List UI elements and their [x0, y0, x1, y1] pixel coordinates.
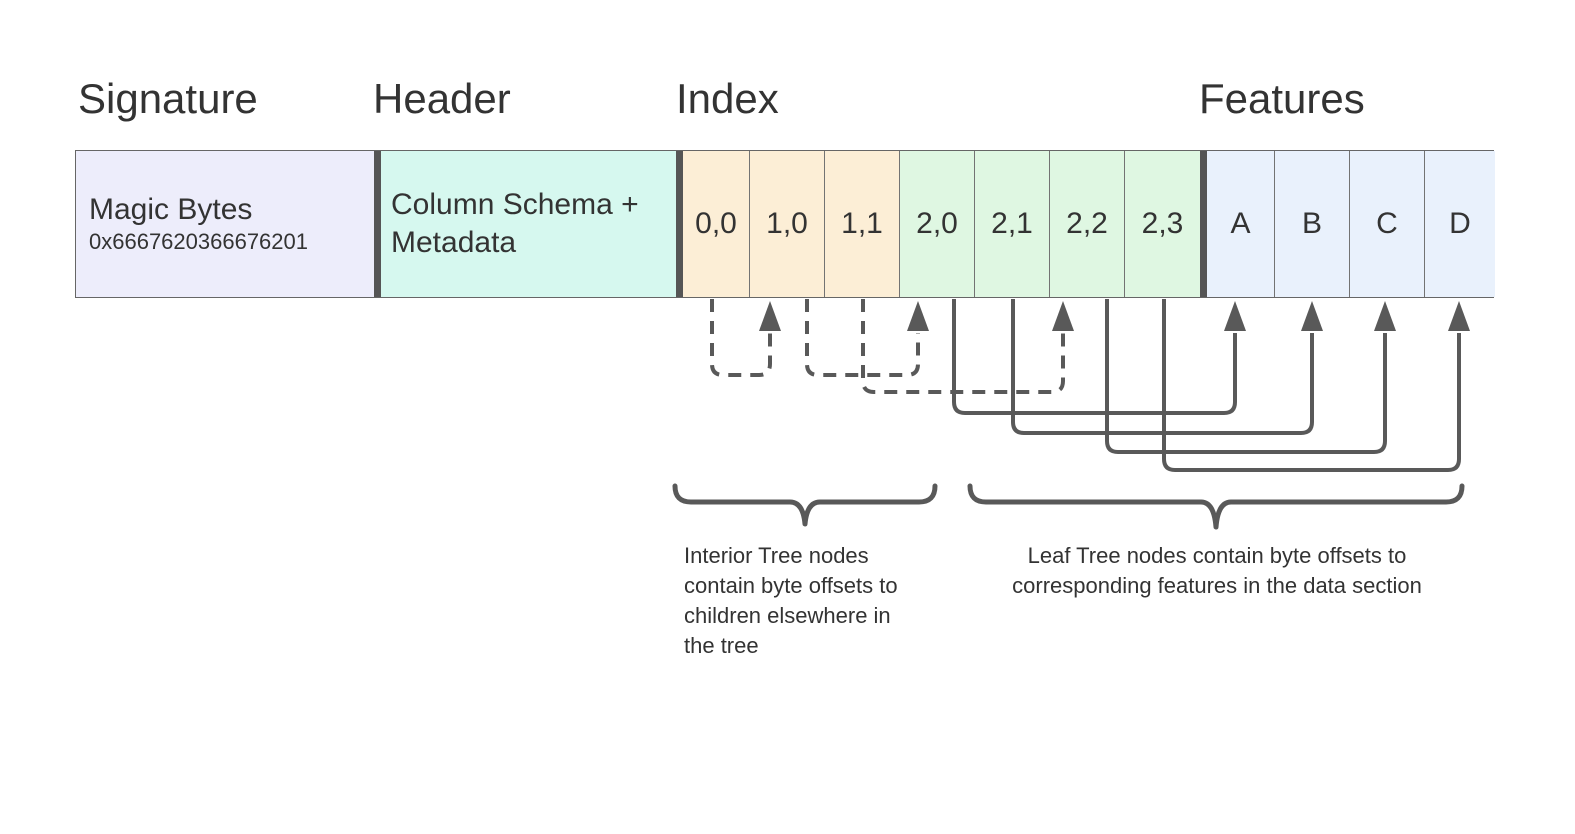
leaf-note-line: corresponding features in the data secti… — [1012, 573, 1422, 598]
index-cell-2-3: 2,3 — [1125, 151, 1200, 297]
interior-note-line: the tree — [684, 633, 759, 658]
interior-nodes-brace — [672, 483, 938, 527]
arrowhead-2-2 — [1052, 301, 1074, 331]
arrowhead-a — [1224, 301, 1246, 331]
index-cell-2-0: 2,0 — [900, 151, 975, 297]
solid-arrow-2-3-to-d — [1162, 299, 1461, 472]
arrowhead-1-0 — [759, 301, 781, 331]
dashed-arrow-0-0-to-1-0 — [710, 299, 772, 377]
feature-cell-d: D — [1425, 151, 1495, 297]
index-cell-2-2: 2,2 — [1050, 151, 1125, 297]
solid-arrow-2-0-to-a — [952, 299, 1237, 415]
interior-note-line: Interior Tree nodes — [684, 543, 869, 568]
section-heading-signature: Signature — [78, 75, 258, 122]
section-heading-features: Features — [1199, 75, 1365, 122]
index-cell-1-1: 1,1 — [825, 151, 900, 297]
arrowhead-c — [1374, 301, 1396, 331]
magic-bytes-hex: 0x6667620366676201 — [89, 229, 309, 254]
divider-signature-header — [374, 151, 381, 297]
interior-nodes-note: Interior Tree nodes contain byte offsets… — [684, 541, 898, 661]
section-heading-header: Header — [373, 75, 511, 122]
feature-cell-c: C — [1350, 151, 1425, 297]
arrowhead-b — [1301, 301, 1323, 331]
interior-note-line: children elsewhere in — [684, 603, 891, 628]
leaf-note-line: Leaf Tree nodes contain byte offsets to — [1027, 543, 1407, 568]
leaf-nodes-note: Leaf Tree nodes contain byte offsets to … — [982, 541, 1452, 601]
dashed-arrow-1-1-to-2-2 — [861, 299, 1065, 394]
header-block: Column Schema + Metadata — [381, 151, 676, 297]
dashed-arrow-1-0-to-2-0 — [805, 299, 920, 377]
arrowhead-d — [1448, 301, 1470, 331]
byte-layout-bar: Magic Bytes 0x6667620366676201 Column Sc… — [75, 150, 1495, 298]
index-cell-2-1: 2,1 — [975, 151, 1050, 297]
leaf-nodes-brace — [967, 483, 1465, 530]
feature-cell-a: A — [1207, 151, 1275, 297]
solid-arrow-2-2-to-c — [1105, 299, 1387, 454]
divider-header-index — [676, 151, 683, 297]
interior-note-line: contain byte offsets to — [684, 573, 898, 598]
section-heading-index: Index — [676, 75, 779, 122]
feature-cell-b: B — [1275, 151, 1350, 297]
arrowhead-2-0 — [907, 301, 929, 331]
index-cell-0-0: 0,0 — [683, 151, 750, 297]
magic-bytes-label: Magic Bytes — [89, 193, 253, 226]
solid-arrow-2-1-to-b — [1011, 299, 1314, 435]
index-cell-1-0: 1,0 — [750, 151, 825, 297]
signature-block: Magic Bytes 0x6667620366676201 — [76, 151, 374, 297]
divider-index-features — [1200, 151, 1207, 297]
